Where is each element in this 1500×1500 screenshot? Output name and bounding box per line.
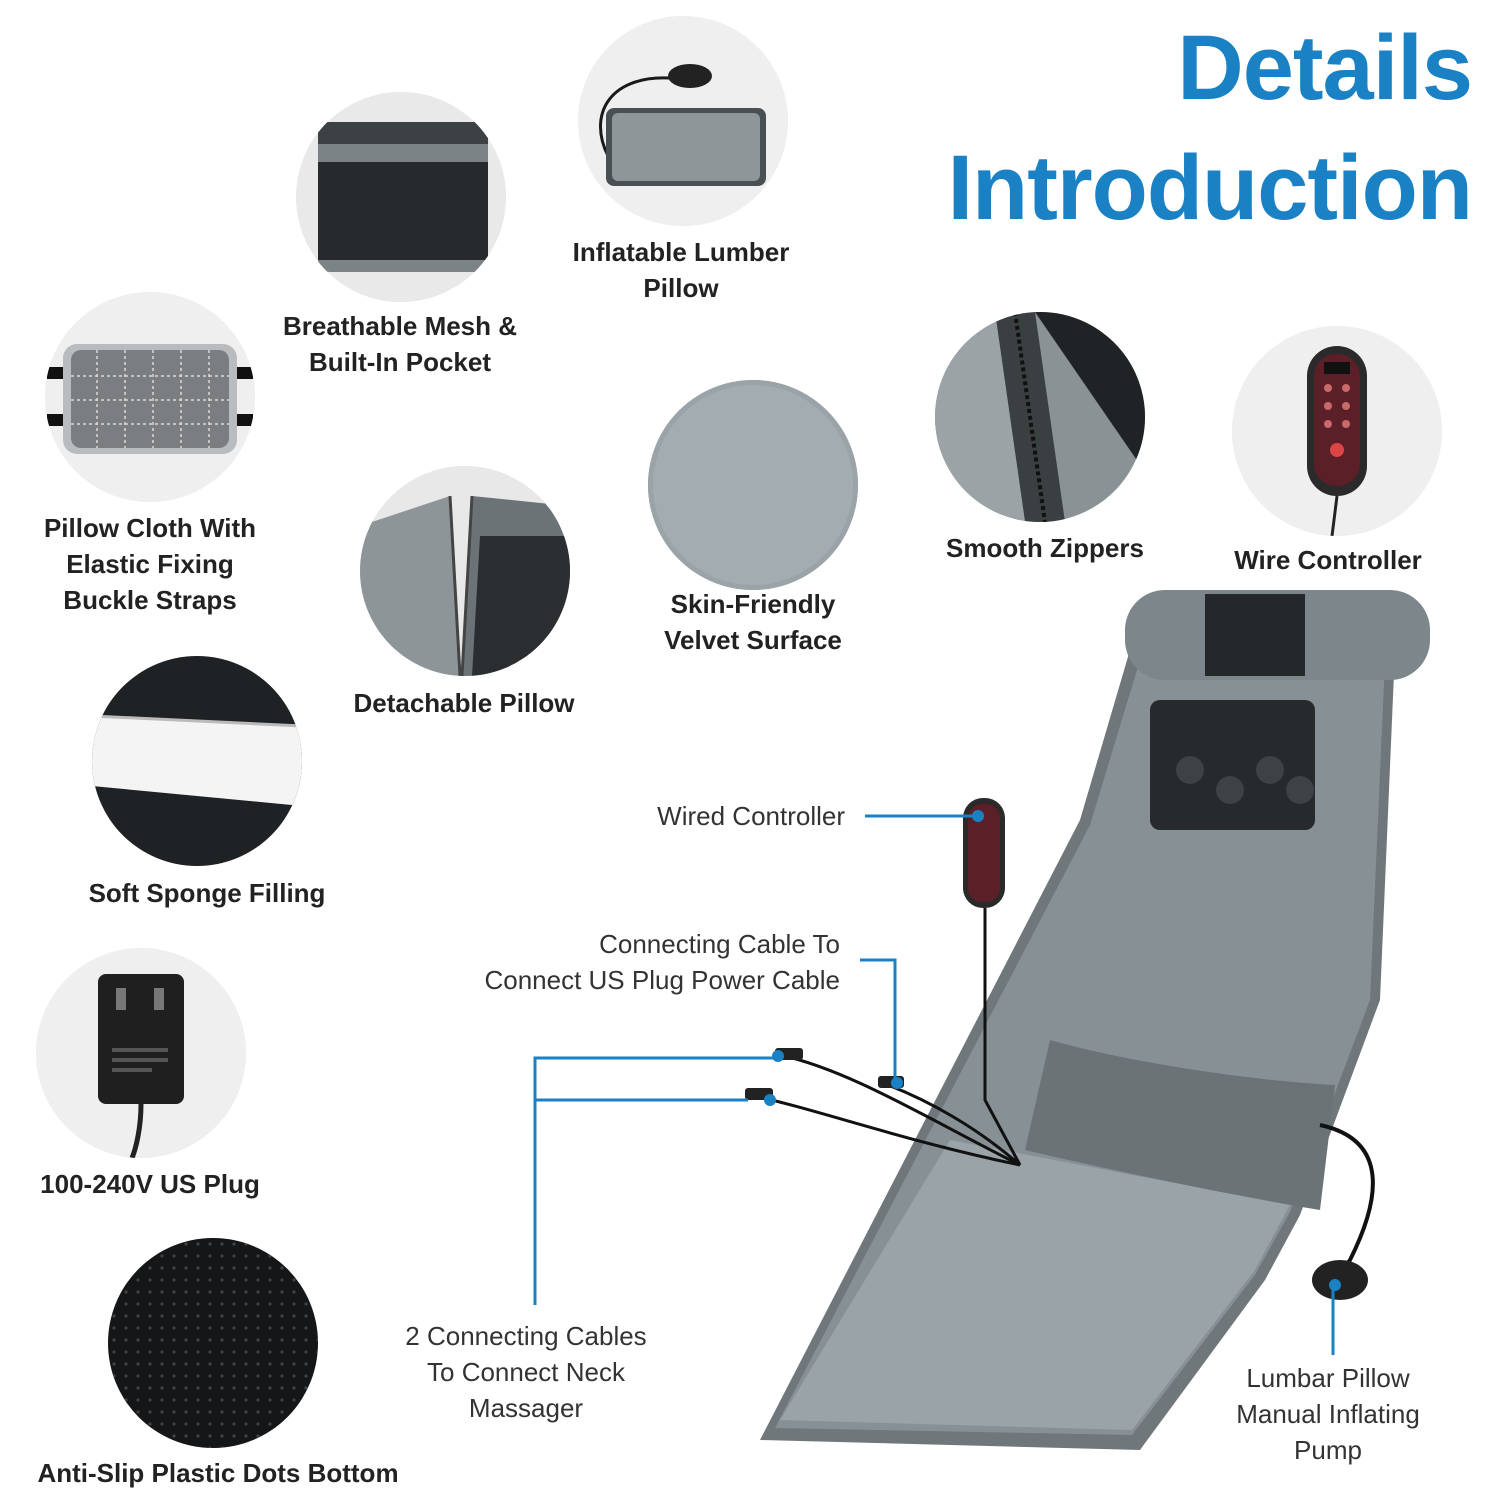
- detachable-pillow-caption: Detachable Pillow: [353, 688, 575, 718]
- soft-sponge-caption: Soft Sponge Filling: [88, 878, 326, 908]
- detachable-pillow-image: [360, 466, 570, 676]
- wired-controller-label: Wired Controller: [657, 801, 845, 831]
- soft-sponge-image: [92, 656, 302, 866]
- smooth-zippers-image: [935, 312, 1145, 522]
- anti-slip-caption: Anti-Slip Plastic Dots Bottom: [37, 1458, 399, 1488]
- velvet-surface-image: [648, 380, 858, 590]
- us-plug-caption: 100-240V US Plug: [40, 1169, 260, 1199]
- smooth-zippers-caption: Smooth Zippers: [946, 533, 1144, 563]
- breathable-mesh-image: [296, 92, 506, 302]
- anti-slip-bottom-image: [108, 1238, 318, 1448]
- us-plug-image: [36, 948, 246, 1158]
- wire-controller-image: [1232, 326, 1442, 536]
- page-title-line-1: Details: [1177, 17, 1473, 119]
- wire-controller-caption: Wire Controller: [1234, 545, 1422, 575]
- inflatable-pillow-image: [578, 16, 788, 226]
- page-title-line-2: Introduction: [947, 137, 1473, 239]
- breathable-mesh-caption: Breathable Mesh &Built-In Pocket: [282, 311, 518, 377]
- pillow-cloth-image: [45, 292, 255, 502]
